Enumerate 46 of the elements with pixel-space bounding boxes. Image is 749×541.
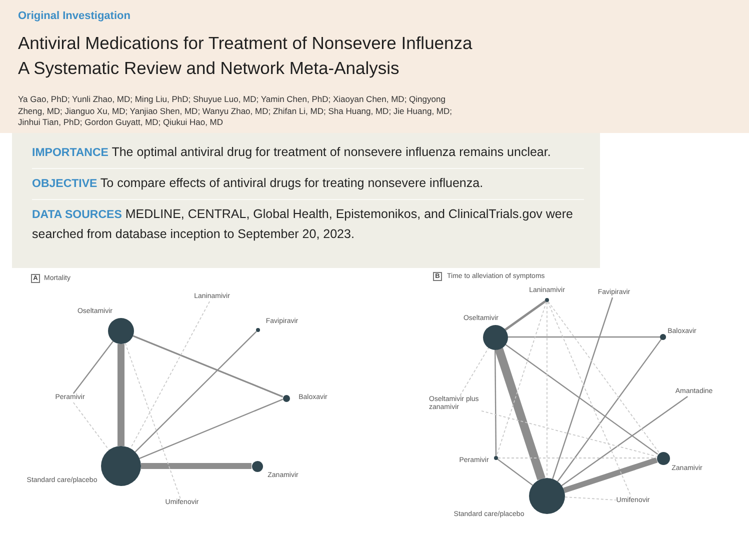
network-edge — [481, 410, 658, 457]
network-edge — [72, 402, 110, 450]
network-edge — [139, 398, 284, 459]
node-circle — [256, 328, 260, 332]
network-edge — [546, 302, 548, 478]
abstract-paragraph: DATA SOURCES MEDLINE, CENTRAL, Global Health, Epistemonikos, and ClinicalTrials.gov were searched from database inception to September 20, 2023. — [32, 199, 584, 249]
node-circle — [482, 324, 508, 350]
network-edge — [504, 300, 546, 331]
network-edge — [497, 458, 533, 486]
article-title: Antiviral Medications for Treatment of Nonsevere Influenza — [18, 33, 472, 54]
node-circle — [101, 446, 141, 486]
network-edge — [557, 338, 662, 482]
node-circle — [656, 452, 670, 464]
network-edge — [564, 496, 616, 500]
article-type-label: Original Investigation — [18, 10, 130, 22]
node-circle — [252, 460, 262, 472]
network-edge — [561, 396, 688, 486]
node-circle — [108, 318, 134, 344]
node-circle — [494, 456, 498, 460]
network-edge — [504, 344, 658, 455]
header-band — [0, 0, 749, 133]
node-circle — [529, 478, 565, 514]
network-edge — [494, 348, 546, 480]
network-edge — [130, 301, 210, 449]
network-edge — [508, 336, 660, 338]
node-circle — [545, 298, 549, 302]
network-edge — [141, 463, 252, 469]
network-edge — [132, 335, 284, 398]
network-edge — [494, 350, 497, 456]
network-edge — [460, 347, 490, 396]
network-edge — [548, 301, 660, 454]
network-edge — [134, 331, 257, 452]
network-edge — [563, 457, 658, 494]
network-edge — [547, 301, 632, 497]
node-circle — [282, 394, 290, 402]
article-subtitle: A Systematic Review and Network Meta-Analysis — [18, 58, 400, 79]
network-edge — [496, 301, 547, 457]
node-circle — [660, 334, 666, 340]
abstract-paragraph: IMPORTANCE The optimal antiviral drug for treatment of nonsevere influenza remains unclear. — [32, 144, 552, 161]
network-edge — [552, 297, 614, 480]
author-list: Ya Gao, PhD; Yunli Zhao, MD; Ming Liu, PhD; Shuyue Luo, MD; Yamin Chen, PhD; Xiaoyan Chen, MD; Qingyong Zheng, MD; Jianguo Xu, MD; Yanjiao Shen, MD; Wanyu Zhao, MD; Zhifan Li, MD; Sha Huang, MD; Jie Huang, MD; Jinhui Tian, PhD; Gordon Guyatt, MD; Qiukui Hao, MD — [18, 94, 458, 128]
network-edge — [124, 342, 181, 499]
network-edge — [72, 340, 114, 394]
network-edge — [118, 344, 124, 446]
abstract-paragraph: OBJECTIVE To compare effects of antiviral drugs for treating nonsevere influenza. — [32, 168, 584, 199]
abstract-panel — [12, 133, 600, 268]
